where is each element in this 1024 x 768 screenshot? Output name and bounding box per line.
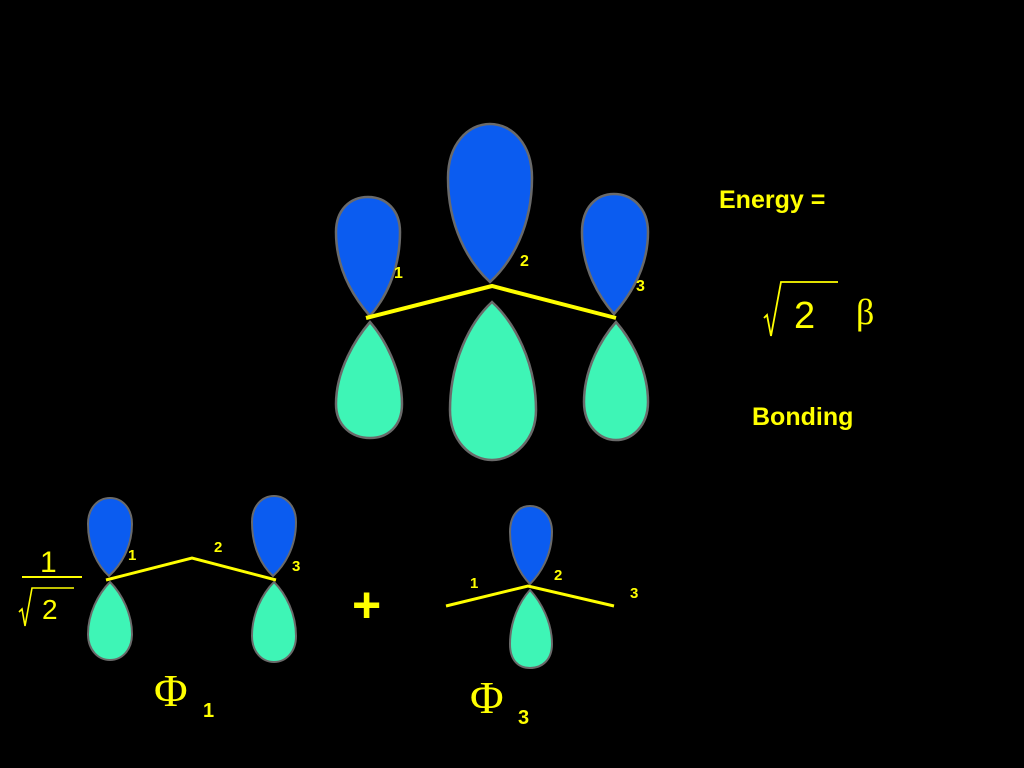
phi3-orbital-2-bottom-lobe <box>508 588 554 670</box>
phi3-atom-label-2: 2 <box>554 567 562 584</box>
phi3-subscript: 3 <box>518 707 529 729</box>
main-atom-label-3: 3 <box>636 278 645 295</box>
phi3-atom-label-1: 1 <box>470 575 478 592</box>
main-mo-diagram: 1 2 3 <box>334 122 650 462</box>
main-atom-label-2: 2 <box>520 253 529 270</box>
orbital-3-bottom-lobe <box>582 320 650 442</box>
bonding-label: Bonding <box>752 403 853 431</box>
phi1-orbital-1-bottom-lobe <box>86 580 134 662</box>
orbital-1-top-lobe <box>334 195 402 318</box>
phi1-atom-label-1: 1 <box>128 547 136 564</box>
main-bond-line <box>365 283 617 320</box>
energy-beta: β <box>856 292 874 332</box>
phi1-orbital-3-top-lobe <box>250 494 298 578</box>
phi1-coef-numerator: 1 <box>40 546 57 579</box>
orbital-2-bottom-lobe <box>448 300 538 462</box>
phi1-atom-label-3: 3 <box>292 558 300 575</box>
phi3-bond-line <box>445 584 615 608</box>
main-atom-label-1: 1 <box>394 265 403 282</box>
phi1-subscript: 1 <box>203 700 214 722</box>
phi1-bond-line <box>105 556 277 582</box>
phi1-orbital-3-bottom-lobe <box>250 580 298 664</box>
phi3-diagram: 1 2 3 Φ 3 <box>445 504 638 729</box>
energy-sqrt-sign <box>763 281 838 337</box>
phi1-sqrt-sign <box>18 587 74 627</box>
phi1-symbol: Φ <box>154 665 188 716</box>
phi3-symbol: Φ <box>470 672 504 723</box>
phi1-coef-radicand: 2 <box>42 594 58 625</box>
energy-coefficient: 2 <box>794 295 815 337</box>
orbital-1-bottom-lobe <box>334 320 404 440</box>
phi1-diagram: 1 2 1 2 3 Φ 1 <box>18 494 300 722</box>
orbital-2-top-lobe <box>446 122 534 284</box>
phi1-orbital-1-top-lobe <box>86 496 134 578</box>
plus-sign: + <box>352 577 381 633</box>
phi3-atom-label-3: 3 <box>630 585 638 602</box>
energy-label: Energy = <box>719 186 825 214</box>
phi3-orbital-2-top-lobe <box>508 504 554 586</box>
energy-panel: Energy = 2 β Bonding <box>719 186 874 431</box>
orbital-3-top-lobe <box>580 192 650 316</box>
phi1-atom-label-2: 2 <box>214 539 222 556</box>
